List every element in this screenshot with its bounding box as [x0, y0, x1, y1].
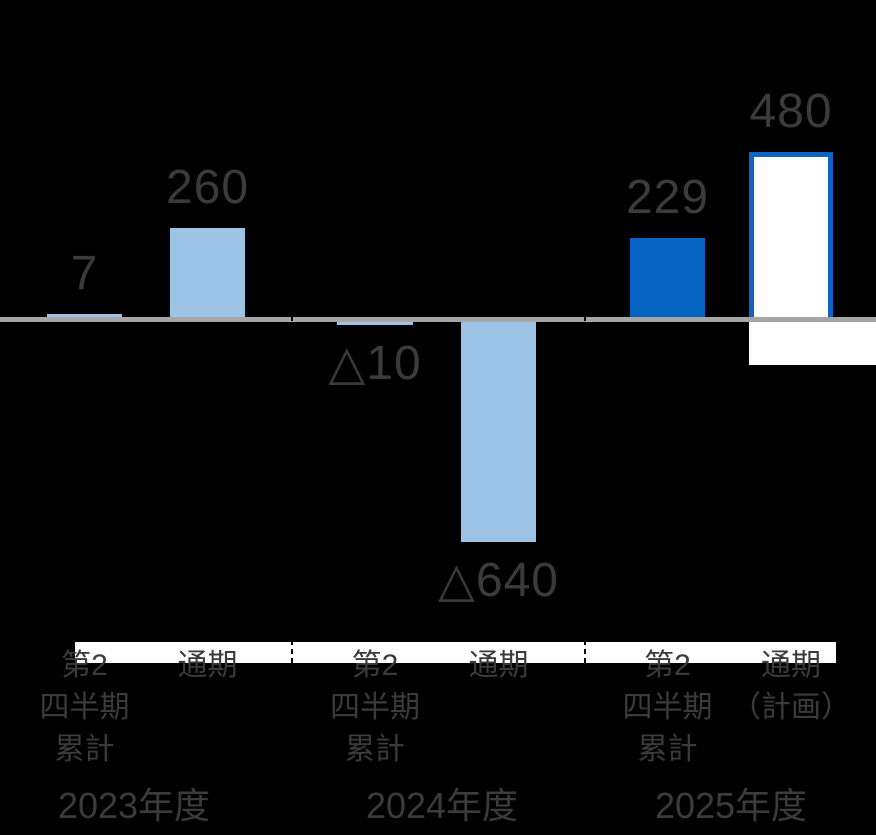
zero-axis-line [0, 317, 876, 322]
category-label: 第2 四半期累計 [40, 645, 130, 771]
category-label-line: 第2 [61, 649, 108, 682]
category-label: 通期 （計画） [731, 645, 851, 729]
category-label-line: 累計 [637, 733, 698, 766]
category-label-line: 四半期 [330, 691, 420, 724]
bar-light-negative [461, 322, 536, 542]
value-label: 480 [749, 85, 833, 138]
category-label: 通期 [178, 645, 238, 687]
bar-light-negative [337, 322, 413, 325]
plan-bar-white-underlay [749, 322, 876, 365]
category-label-line: 累計 [54, 733, 115, 766]
value-label: 260 [165, 161, 250, 214]
category-label-line: 通期 [761, 649, 821, 682]
year-separator-dashed-line [291, 307, 293, 670]
value-label: 229 [625, 171, 710, 224]
category-label: 通期 [469, 645, 529, 687]
category-label-line: 累計 [345, 733, 405, 766]
category-label-line: 第2 [351, 649, 399, 682]
category-label-line: 第2 [644, 649, 691, 682]
value-label: △10 [328, 337, 422, 390]
axis-label-white-band [75, 642, 836, 663]
year-label: 2024年度 [365, 785, 519, 826]
category-label: 第2 四半期累計 [623, 645, 713, 771]
category-label-line: 四半期 [39, 691, 130, 724]
year-label: 2025年度 [654, 785, 808, 826]
category-label-line: 通期 [177, 649, 238, 682]
year-separator-dashed-line [584, 307, 586, 670]
category-label-line: 四半期 [622, 691, 713, 724]
year-label: 2023年度 [57, 785, 211, 826]
category-label-line: （計画） [731, 691, 851, 724]
category-label-line: 通期 [468, 649, 529, 682]
bar-dark [630, 238, 705, 317]
bar-plan [749, 152, 833, 317]
value-label: △640 [438, 554, 559, 607]
bar-light [170, 228, 245, 317]
bar-light [47, 314, 122, 317]
category-label: 第2 四半期累計 [330, 645, 420, 771]
value-label: 7 [70, 247, 99, 300]
